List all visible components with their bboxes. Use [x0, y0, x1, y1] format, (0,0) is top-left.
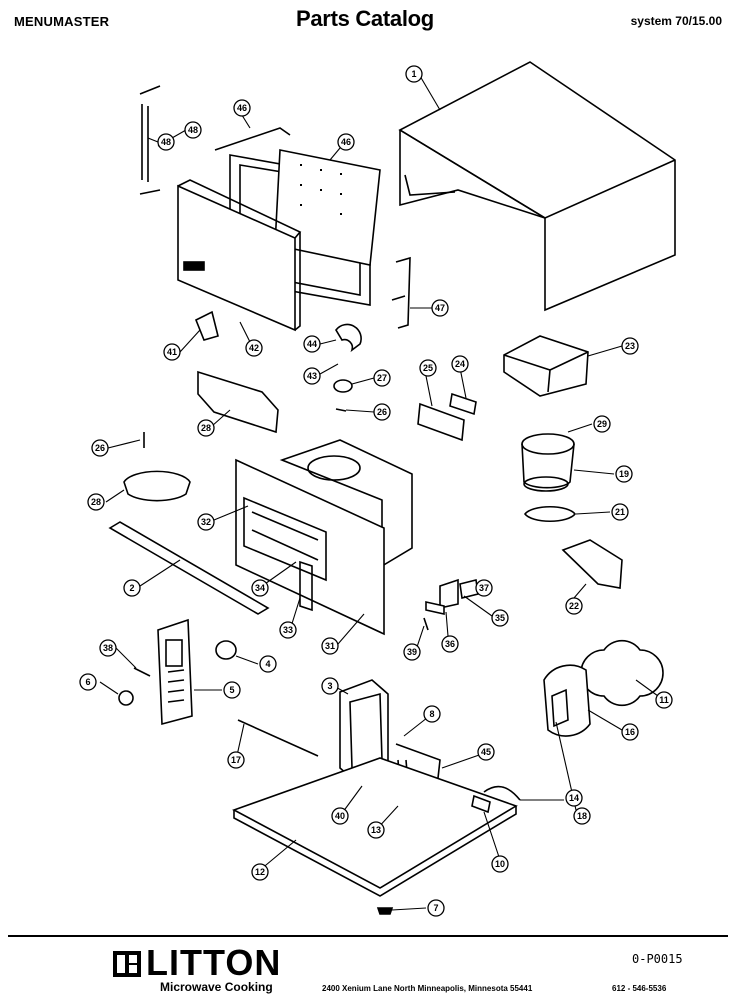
part-door-screen: [274, 149, 381, 266]
part-cord-10: [483, 785, 521, 801]
callout-number: 16: [625, 727, 635, 737]
callout-number: 21: [615, 507, 625, 517]
part-36: [439, 578, 459, 609]
footer-rule: [8, 935, 728, 937]
part-knob: [118, 690, 134, 706]
callout-number: 22: [569, 601, 579, 611]
callout-number: 46: [237, 103, 247, 113]
part-12: [471, 794, 491, 814]
callout-number: 39: [407, 647, 417, 657]
callout-number: 37: [479, 583, 489, 593]
callout-number: 17: [231, 755, 241, 765]
callout-number: 14: [569, 793, 579, 803]
part-wire-45: [395, 743, 441, 779]
part-fan-blade: [580, 639, 664, 707]
callout-number: 48: [188, 125, 198, 135]
part-rail: [108, 521, 270, 615]
callout-number: 27: [377, 373, 387, 383]
callout-number: 33: [283, 625, 293, 635]
part-board-25: [417, 402, 465, 442]
callout-number: 31: [325, 641, 335, 651]
part-control-panel: [157, 618, 193, 726]
part-board-24: [449, 392, 477, 416]
brand-name: MENUMASTER: [14, 14, 110, 29]
callout-number: 35: [495, 613, 505, 623]
callout-number: 1: [411, 69, 416, 79]
callout-number: 25: [423, 363, 433, 373]
callout-number: 12: [255, 867, 265, 877]
part-door-panel: [177, 179, 302, 332]
page-title: Parts Catalog: [296, 6, 434, 31]
part-4: [133, 667, 151, 677]
part-27: [333, 379, 353, 393]
callout-number: 2: [129, 583, 134, 593]
document-id: 0-P0015: [632, 952, 683, 966]
callout-number: 19: [619, 469, 629, 479]
part-choke: [335, 323, 362, 353]
part-latch-rods: [139, 85, 161, 195]
callout-number: 5: [229, 685, 234, 695]
callout-number: 11: [659, 695, 669, 705]
callout-number: 41: [167, 347, 177, 357]
callout-number: 34: [255, 583, 265, 593]
litton-logo-mark: [113, 951, 141, 977]
part-control-module: [503, 335, 589, 397]
callout-number: 32: [201, 517, 211, 527]
callout-number: 36: [445, 639, 455, 649]
callout-number: 42: [249, 343, 259, 353]
part-39: [423, 617, 429, 631]
part-cavity: [235, 439, 413, 636]
callout-number: 8: [429, 709, 434, 719]
callout-number: 6: [85, 677, 90, 687]
part-hinge: [194, 310, 219, 341]
logo-wordmark: LITTON: [146, 942, 282, 983]
callout-number: 46: [341, 137, 351, 147]
part-rod-40: [237, 719, 319, 757]
callout-number: 24: [455, 359, 465, 369]
part-foot: [376, 907, 394, 915]
callout-number: 45: [481, 747, 491, 757]
callout-number: 26: [377, 407, 387, 417]
part-bracket-28: [197, 370, 279, 434]
part-strap: [524, 505, 576, 523]
callout-number: 23: [625, 341, 635, 351]
callout-number: 28: [91, 497, 101, 507]
exploded-parts-diagram: 1464648484741424443272625242328262919283…: [79, 61, 676, 917]
callout-number: 26: [95, 443, 105, 453]
callout-number: 40: [335, 811, 345, 821]
callout-number: 7: [433, 903, 438, 913]
part-cabinet-wrapper: [398, 61, 676, 312]
callout-number: 3: [327, 681, 332, 691]
callout-number: 44: [307, 339, 317, 349]
system-number: system 70/15.00: [630, 14, 722, 28]
callout-number: 38: [103, 643, 113, 653]
callout-number: 28: [201, 423, 211, 433]
part-screw-26a: [335, 408, 347, 412]
callout-number: 43: [307, 371, 317, 381]
part-transformer: [521, 433, 575, 492]
callout-number: 4: [265, 659, 270, 669]
callout-number: 48: [161, 137, 171, 147]
callout-number: 18: [577, 811, 587, 821]
part-stirrer: [123, 470, 191, 502]
logo-subtitle: Microwave Cooking: [160, 980, 273, 994]
part-fan-motor: [543, 664, 591, 737]
callout-number: 47: [435, 303, 445, 313]
part-bracket-47: [391, 256, 411, 329]
callout-number: 13: [371, 825, 381, 835]
part-6: [215, 640, 237, 660]
part-cover-22: [561, 539, 623, 589]
callout-number: 10: [495, 859, 505, 869]
part-38: [425, 601, 445, 615]
company-phone: 612 - 546-5536: [612, 984, 667, 993]
part-37: [459, 579, 479, 599]
company-address: 2400 Xenium Lane North Minneapolis, Minn…: [322, 984, 533, 993]
callout-number: 29: [597, 419, 607, 429]
